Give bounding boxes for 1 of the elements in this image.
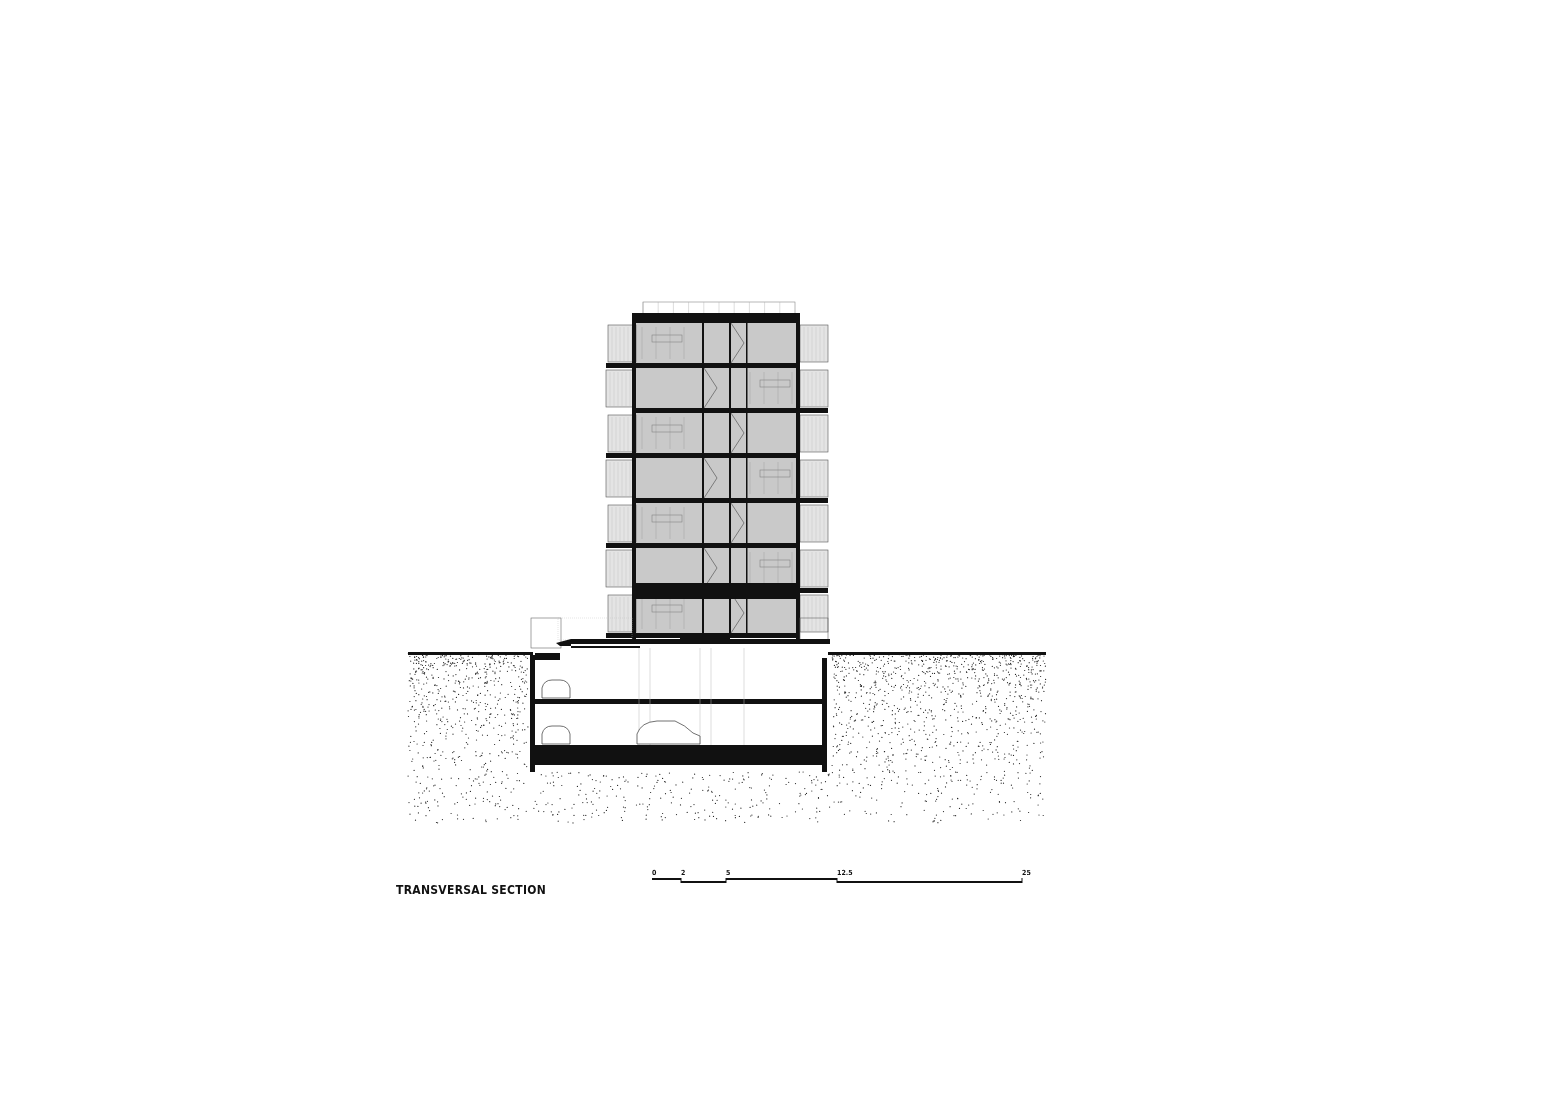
drawing-title: TRANSVERSAL SECTION bbox=[396, 883, 547, 897]
